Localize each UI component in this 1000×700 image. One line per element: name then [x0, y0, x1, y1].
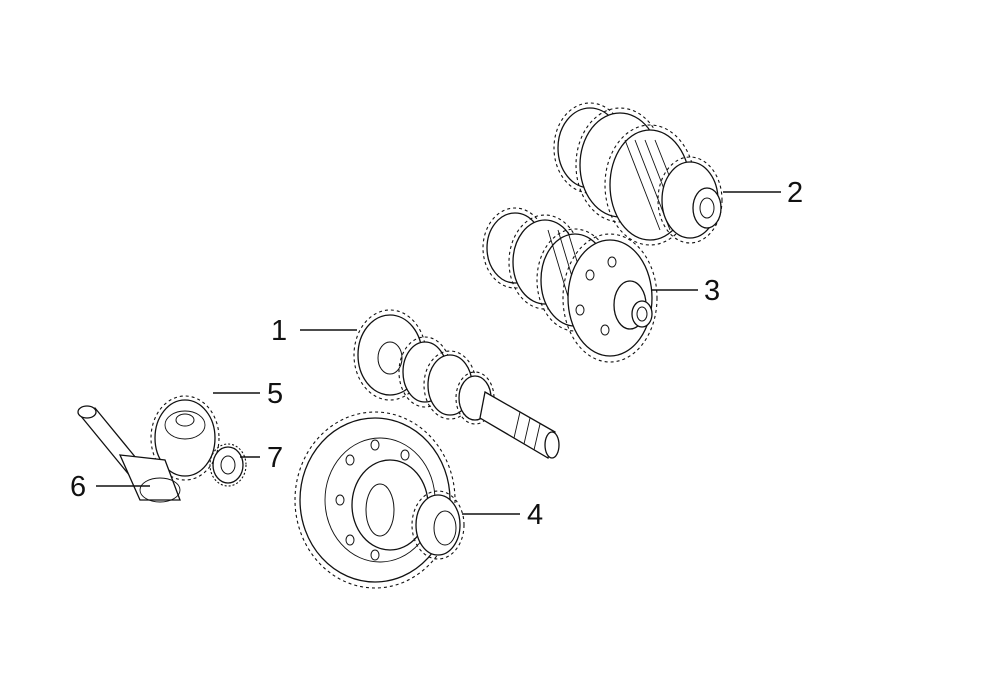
lower-countershaft-assembly — [482, 207, 658, 363]
upper-countershaft-assembly — [553, 102, 723, 246]
leader-lines — [96, 191, 781, 515]
callout-labels: 1 2 3 4 5 6 7 — [70, 177, 803, 531]
callout-label-4: 4 — [527, 499, 543, 531]
reverse-idler-shaft — [77, 405, 181, 503]
callout-label-5: 5 — [267, 378, 283, 410]
callout-label-2: 2 — [787, 177, 803, 209]
callout-label-1: 1 — [271, 315, 287, 347]
differential-assembly — [294, 411, 465, 589]
reverse-gear — [150, 395, 220, 481]
callout-label-6: 6 — [70, 471, 86, 503]
needle-bearing — [209, 443, 247, 487]
callout-label-3: 3 — [704, 275, 720, 307]
input-shaft-assembly — [353, 309, 560, 459]
callout-label-7: 7 — [267, 442, 283, 474]
